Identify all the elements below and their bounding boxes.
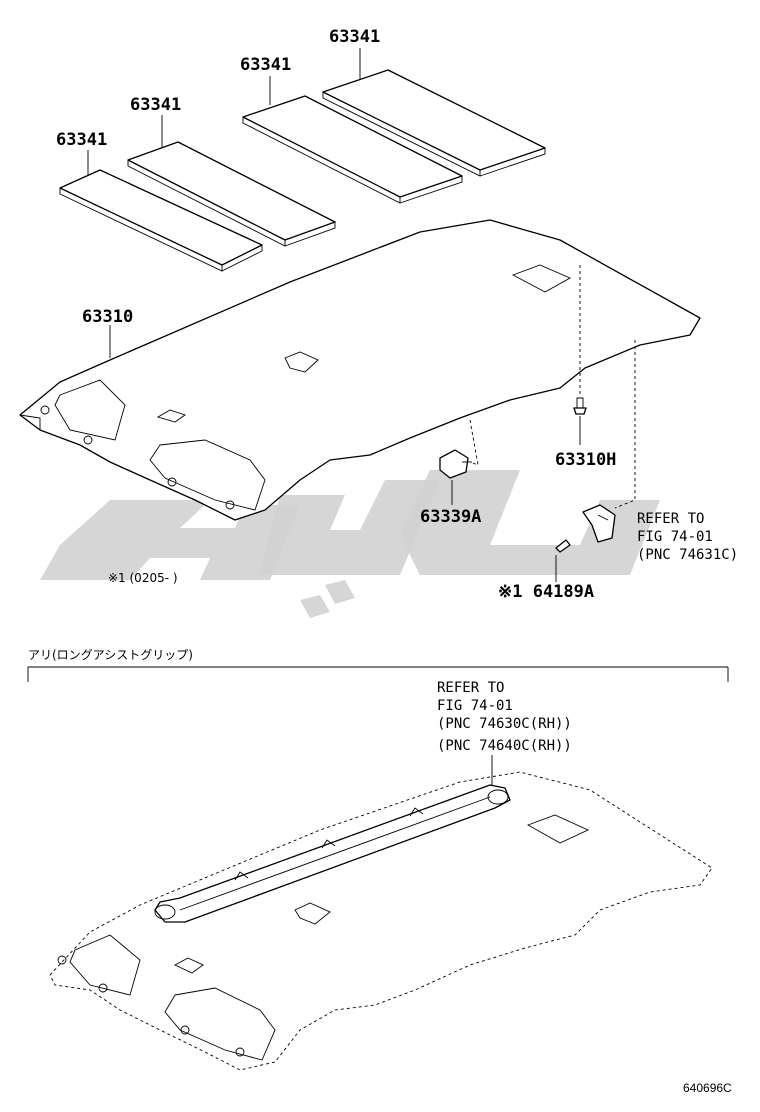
headliner-label: 63310 <box>82 307 133 327</box>
figure-code: 640696C <box>683 1081 732 1095</box>
clip-63310H <box>573 397 587 415</box>
screw-64189A <box>555 539 571 553</box>
ref-top-line1: REFER TO <box>637 511 704 527</box>
long-assist-grip <box>154 784 511 923</box>
lamp-label: 63339A <box>420 507 481 527</box>
ref-bot-line4: (PNC 74640C(RH)) <box>437 738 572 754</box>
pad-63341-3 <box>242 95 463 204</box>
pad-63341-1 <box>59 169 263 272</box>
ref-bot-line3: (PNC 74630C(RH)) <box>437 716 572 732</box>
ref-bot-line1: REFER TO <box>437 680 504 696</box>
ref-top-line2: FIG 74-01 <box>637 529 713 545</box>
lamp-63339A <box>439 449 472 479</box>
pad-label-4: 63341 <box>329 27 380 47</box>
variant-title: アリ(ロングアシストグリップ) <box>28 648 193 662</box>
pad-63341-2 <box>127 141 336 247</box>
pad-label-1: 63341 <box>56 130 107 150</box>
screw-label: ※1 64189A <box>498 582 594 602</box>
assist-grip <box>582 504 616 543</box>
clip-label: 63310H <box>555 450 616 470</box>
ref-top-line3: (PNC 74631C) <box>637 547 738 563</box>
ref-bot-line2: FIG 74-01 <box>437 698 513 714</box>
pad-63341-4 <box>322 69 546 177</box>
headliner-63310 <box>19 219 701 521</box>
variant-bracket <box>27 666 729 682</box>
pad-label-3: 63341 <box>240 55 291 75</box>
note-date: ※1 (0205- ) <box>108 571 178 585</box>
watermark-logo <box>40 470 660 618</box>
headliner-variant <box>49 771 713 1071</box>
pad-label-2: 63341 <box>130 95 181 115</box>
